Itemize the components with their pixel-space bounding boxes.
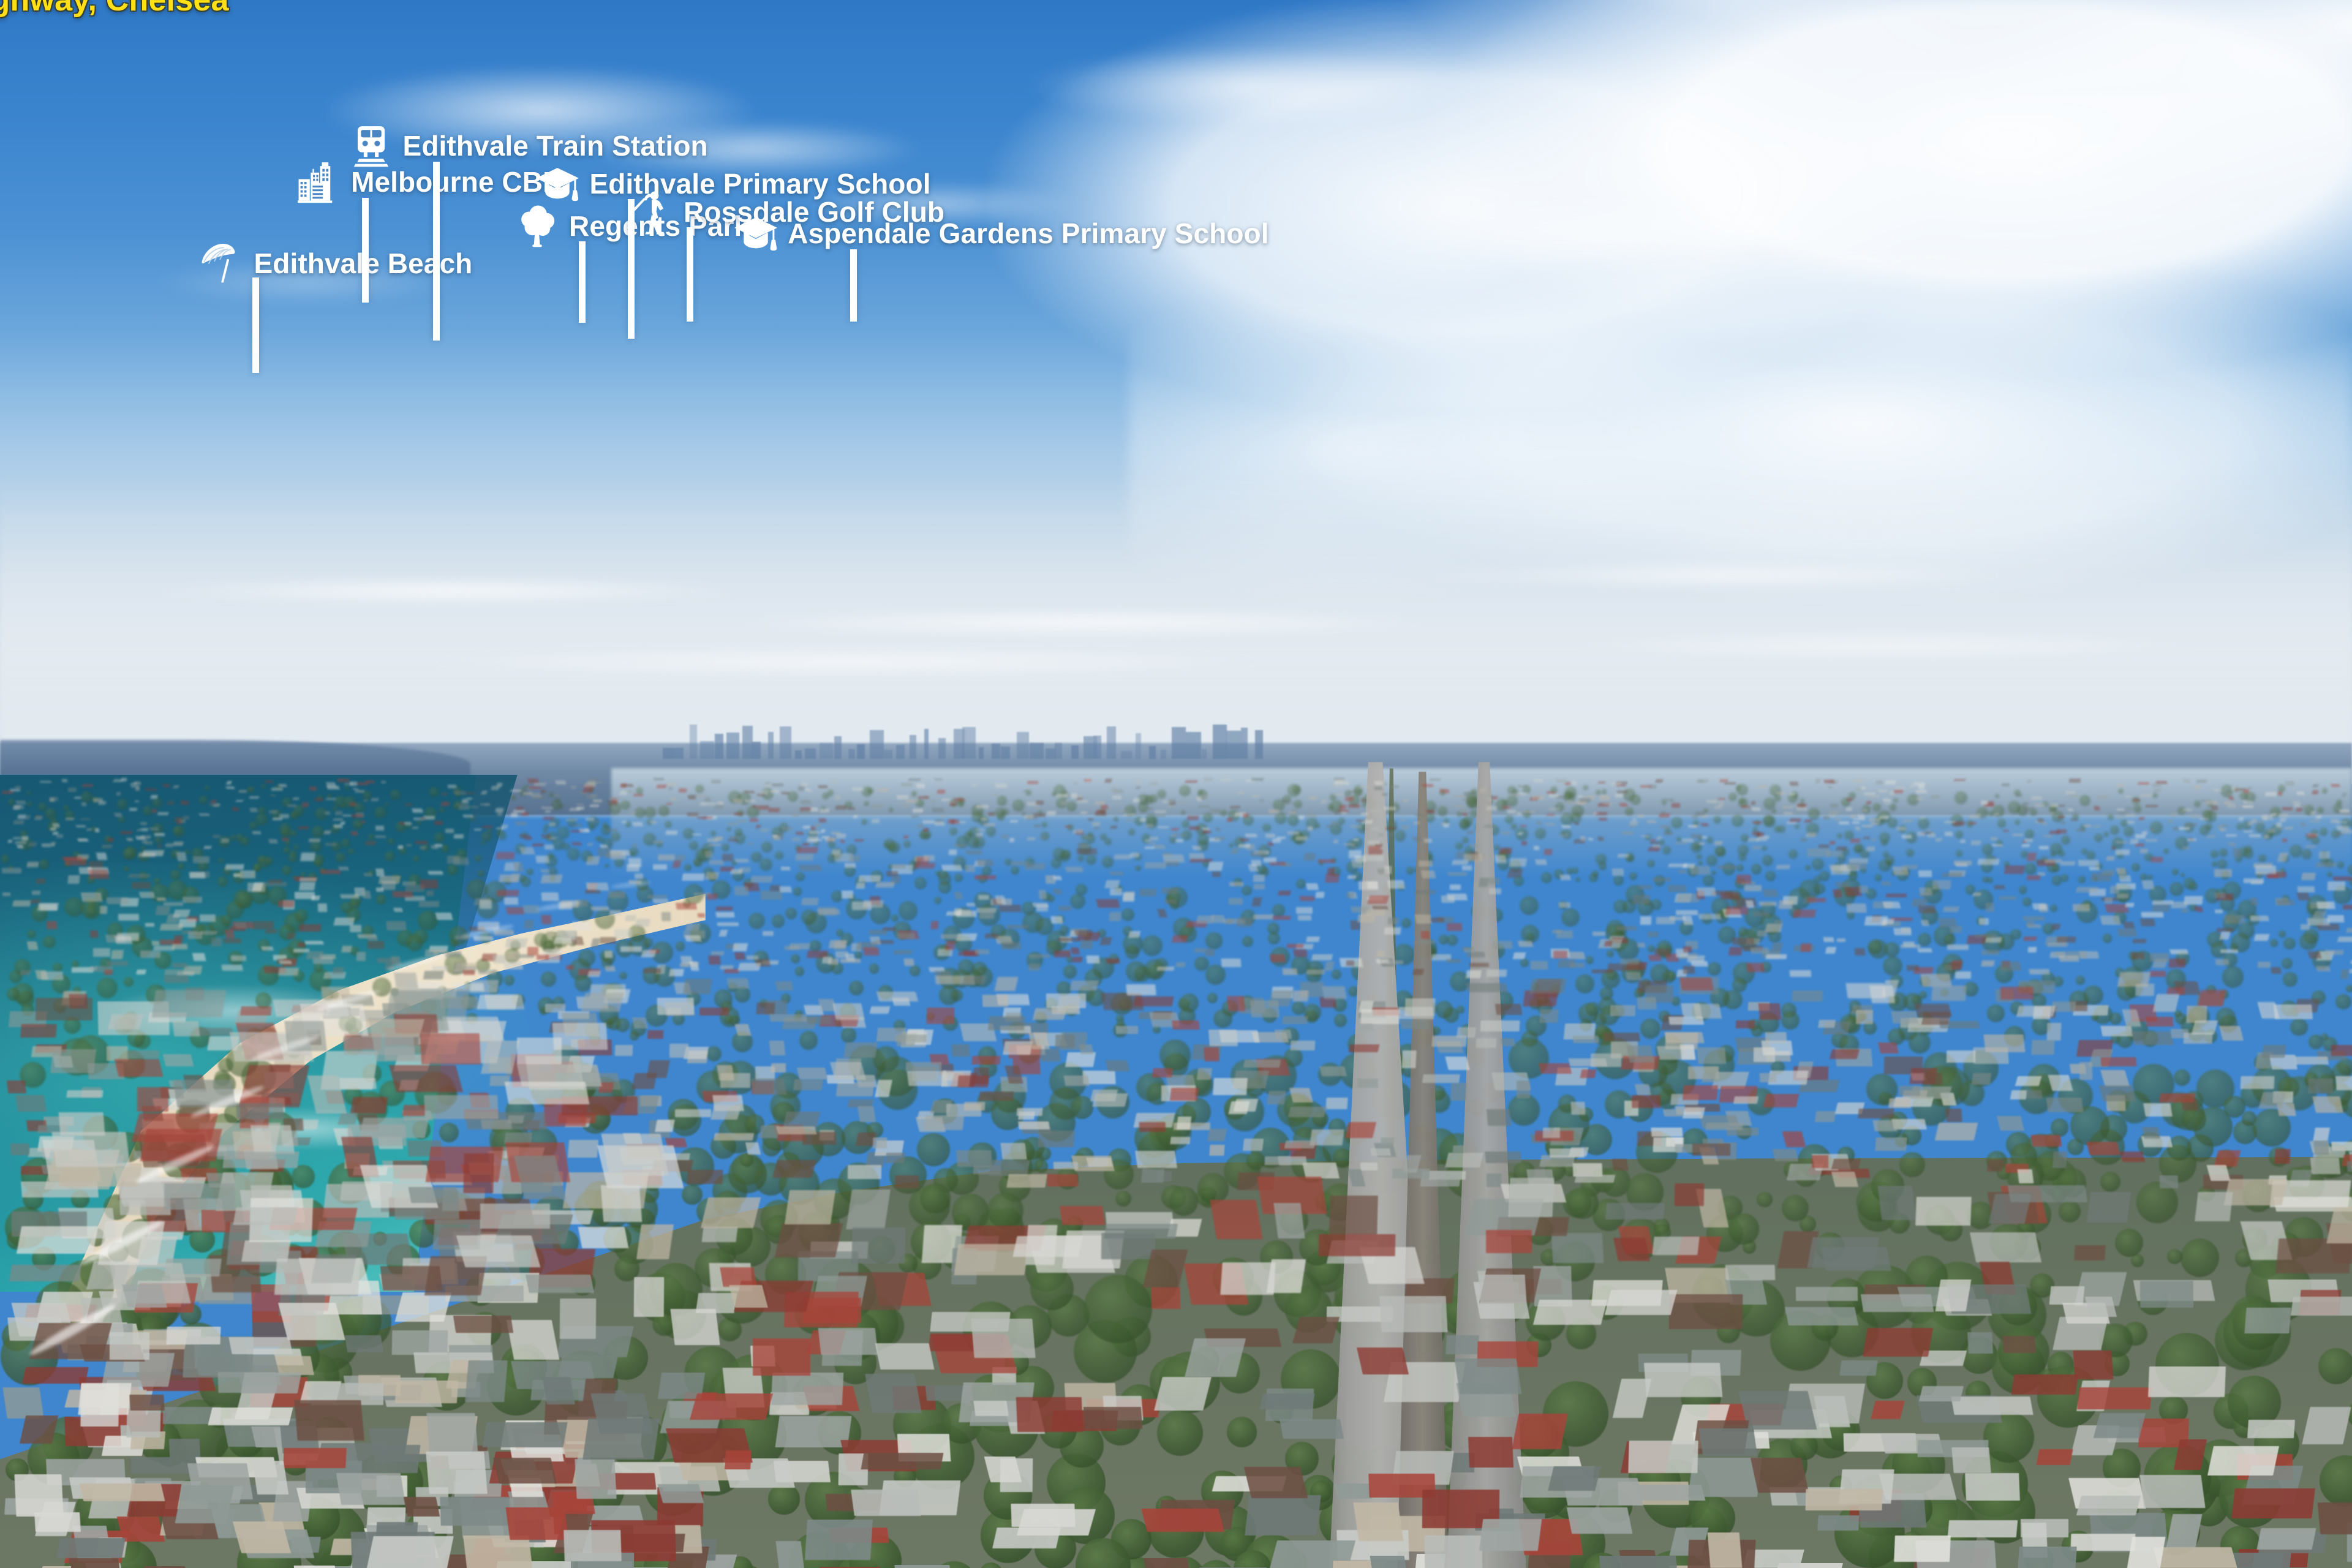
distant-peninsula [0,740,470,781]
cloud-wisp [94,251,518,314]
stratus-cloud [1458,627,2305,665]
map-label-aspendale-gardens-primary-school[interactable]: Aspendale Gardens Primary School [733,210,1269,257]
cloud-wisp [517,110,988,189]
leader-line-edithvale-beach [252,277,259,374]
map-label-text: Rossdale Golf Club [684,195,945,228]
stratus-cloud [1317,556,2117,595]
leader-line-melbourne-cbd [361,197,369,303]
map-label-text: Edithvale Train Station [402,130,708,162]
map-label-edithvale-beach[interactable]: Edithvale Beach [198,240,472,287]
leader-line-edithvale-train-station [432,161,440,341]
leader-line-aspendale-gardens-primary-school [850,249,858,322]
stratus-cloud [47,572,847,610]
leader-line-edithvale-primary-school [628,199,635,339]
property-address-label: 366 Nepean Highway, Chelsea [0,0,229,18]
map-label-text: Aspendale Gardens Primary School [788,217,1269,250]
melbourne-cbd-skyline [658,725,1270,760]
map-label-edithvale-primary-school[interactable]: Edithvale Primary School [534,160,930,207]
beach-umbrella-icon [198,240,245,287]
train-icon [348,123,394,169]
map-label-edithvale-train-station[interactable]: Edithvale Train Station [348,123,708,169]
leader-line-rossdale-golf-club [687,227,694,322]
tree-icon [514,203,560,249]
map-label-text: Melbourne CBD [351,165,564,198]
city-skyline-icon [296,159,342,205]
map-label-melbourne-cbd[interactable]: Melbourne CBD [296,159,563,205]
map-label-text: Regents Park [569,209,750,242]
map-label-regents-park[interactable]: Regents Park [514,203,750,249]
golfer-icon [628,189,675,235]
map-label-text: Edithvale Primary School [589,167,931,200]
map-label-rossdale-golf-club[interactable]: Rossdale Golf Club [628,189,944,235]
stratus-cloud [611,603,1553,642]
leader-line-regents-park [579,241,586,323]
graduation-cap-icon [534,160,581,207]
stratus-cloud [282,643,1411,681]
graduation-cap-icon [733,210,779,257]
